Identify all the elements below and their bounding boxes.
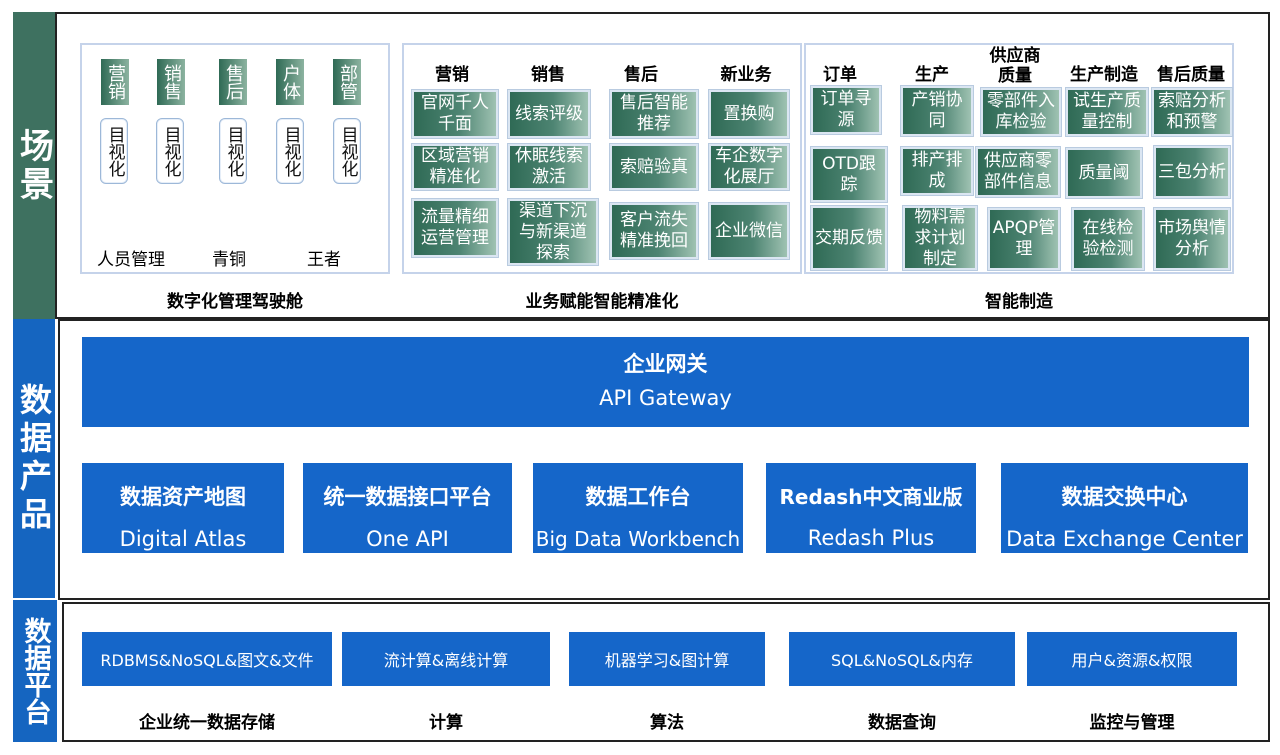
business-item: 流量精细运营管理 <box>412 199 498 257</box>
cockpit-green-1: 销售 <box>157 59 185 105</box>
business-caption: 业务赋能智能精准化 <box>525 292 679 312</box>
mfg-header-1: 生产 <box>915 65 949 85</box>
cockpit-tier-2: 王者 <box>307 250 341 270</box>
mfg-item: 质量阈 <box>1066 148 1142 198</box>
mfg-item: 交期反馈 <box>811 206 887 270</box>
mfg-item: 索赔分析和预警 <box>1152 88 1232 136</box>
api-gateway-subtitle: API Gateway <box>599 386 732 410</box>
platform-query: SQL&NoSQL&内存 <box>789 632 1015 686</box>
business-item: 企业微信 <box>709 203 789 259</box>
business-item: 官网千人千面 <box>412 90 498 138</box>
mfg-item: 产销协同 <box>901 86 973 136</box>
business-header-1: 销售 <box>531 65 565 85</box>
mfg-header-2: 供应商质量 <box>989 46 1041 86</box>
business-item: 休眠线索激活 <box>508 144 590 190</box>
mfg-item: 在线检验检测 <box>1072 208 1144 270</box>
product-subtitle: Data Exchange Center <box>1006 527 1243 551</box>
product-title: 统一数据接口平台 <box>323 485 492 509</box>
product-subtitle: Digital Atlas <box>119 527 247 551</box>
mfg-header-4: 售后质量 <box>1157 65 1225 85</box>
api-gateway: 企业网关 API Gateway <box>82 337 1249 427</box>
cockpit-caption: 数字化管理驾驶舱 <box>167 292 303 312</box>
platform-compute: 流计算&离线计算 <box>342 632 550 686</box>
mfg-item: 供应商零部件信息 <box>976 147 1060 197</box>
cockpit-green-4: 部管 <box>333 59 361 105</box>
mfg-item: 物料需求计划制定 <box>903 206 977 270</box>
cockpit-outline-0: 目视化 <box>100 118 128 184</box>
product-title: Redash中文商业版 <box>779 485 963 509</box>
mfg-item: 三包分析 <box>1154 146 1230 198</box>
product-redash: Redash中文商业版 Redash Plus <box>766 463 976 553</box>
cockpit-tier-0: 人员管理 <box>97 250 165 270</box>
cockpit-green-2: 售后 <box>219 59 247 105</box>
product-one-api: 统一数据接口平台 One API <box>303 463 512 553</box>
mfg-item: OTD跟踪 <box>811 147 887 202</box>
business-header-3: 新业务 <box>720 65 772 85</box>
manufacturing-caption: 智能制造 <box>985 292 1053 312</box>
business-item: 车企数字化展厅 <box>709 144 789 190</box>
cockpit-tier-1: 青铜 <box>212 250 246 270</box>
mfg-item: 零部件入库检验 <box>981 88 1061 136</box>
business-item: 索赔验真 <box>610 144 698 190</box>
product-subtitle: One API <box>366 527 449 551</box>
cockpit-outline-1: 目视化 <box>156 118 184 184</box>
product-title: 数据交换中心 <box>1061 485 1188 509</box>
product-workbench: 数据工作台 Big Data Workbench <box>533 463 743 553</box>
business-item: 售后智能推荐 <box>610 90 698 138</box>
cockpit-outline-2: 目视化 <box>219 118 247 184</box>
business-item: 线索评级 <box>508 90 590 138</box>
mfg-item: 试生产质量控制 <box>1066 88 1148 136</box>
section-label-data-platform: 数据平台 <box>13 600 57 742</box>
mfg-item: APQP管理 <box>988 208 1060 270</box>
mfg-item: 市场舆情分析 <box>1154 208 1230 270</box>
platform-monitoring: 用户&资源&权限 <box>1027 632 1237 686</box>
mfg-header-0: 订单 <box>823 65 857 85</box>
section-label-scene: 场景 <box>13 12 55 319</box>
mfg-item: 排产排成 <box>901 147 973 195</box>
business-item: 区域营销精准化 <box>412 144 498 190</box>
product-title: 数据工作台 <box>585 485 691 509</box>
cockpit-green-0: 营销 <box>101 59 129 105</box>
platform-storage: RDBMS&NoSQL&图文&文件 <box>82 632 332 686</box>
platform-label: 计算 <box>429 713 463 733</box>
mfg-header-3: 生产制造 <box>1070 65 1138 85</box>
mfg-item: 订单寻源 <box>811 86 881 134</box>
product-title: 数据资产地图 <box>120 485 246 509</box>
business-item: 渠道下沉与新渠道探索 <box>508 199 598 265</box>
api-gateway-title: 企业网关 <box>623 352 708 376</box>
business-header-0: 营销 <box>435 65 469 85</box>
cockpit-green-3: 户体 <box>276 59 304 105</box>
product-exchange: 数据交换中心 Data Exchange Center <box>1001 463 1248 553</box>
platform-algorithm: 机器学习&图计算 <box>569 632 765 686</box>
business-item: 客户流失精准挽回 <box>610 203 698 259</box>
platform-label: 算法 <box>650 713 684 733</box>
product-subtitle: Big Data Workbench <box>535 527 741 551</box>
business-header-2: 售后 <box>624 65 658 85</box>
cockpit-outline-4: 目视化 <box>333 118 361 184</box>
platform-label: 数据查询 <box>868 713 936 733</box>
cockpit-outline-3: 目视化 <box>276 118 304 184</box>
platform-label: 监控与管理 <box>1089 713 1175 733</box>
section-label-data-products: 数据产品 <box>13 319 55 598</box>
product-digital-atlas: 数据资产地图 Digital Atlas <box>82 463 284 553</box>
product-subtitle: Redash Plus <box>807 526 935 550</box>
business-item: 置换购 <box>709 90 789 138</box>
platform-label: 企业统一数据存储 <box>139 713 275 733</box>
